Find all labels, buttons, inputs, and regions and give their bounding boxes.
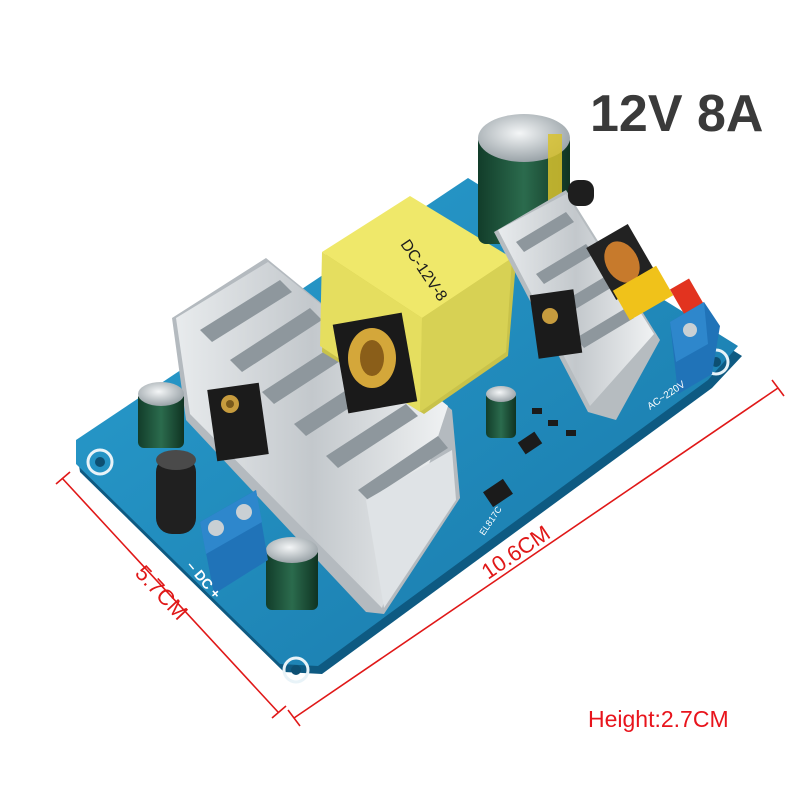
capacitor-small-2 [266, 537, 318, 610]
input-terminal [670, 302, 720, 394]
dimension-lines [55, 379, 785, 727]
small-components [483, 408, 576, 508]
output-terminal [200, 490, 268, 594]
input-filter [568, 180, 705, 321]
capacitor-small-3 [486, 386, 516, 438]
heatsink-right [494, 190, 660, 420]
output-inductor [156, 450, 196, 534]
transformer: DC-12V-8 [320, 196, 516, 414]
product-title: 12V 8A [590, 85, 764, 143]
height-label: Height:2.7CM [588, 706, 729, 732]
capacitor-small-1 [138, 382, 184, 448]
mosfet-left [207, 382, 269, 462]
heatsink-left [172, 258, 460, 614]
